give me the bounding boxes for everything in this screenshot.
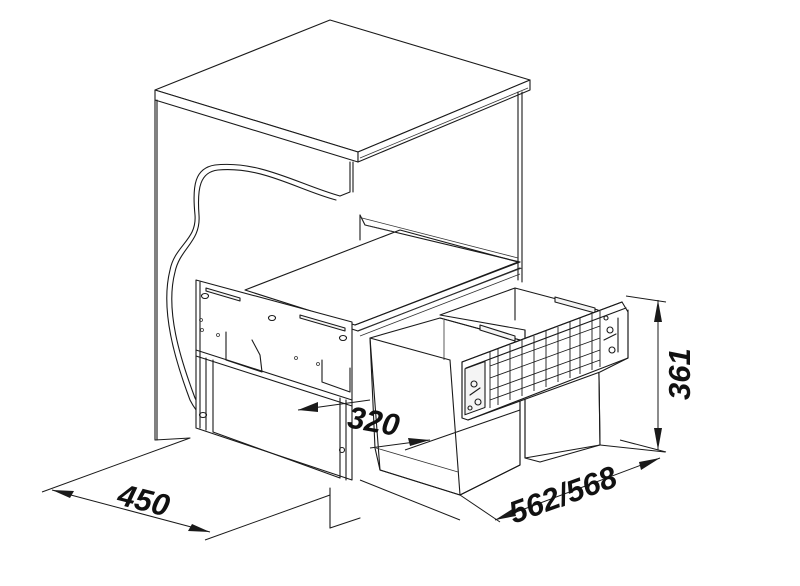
dimension-label-450: 450	[113, 477, 173, 524]
front-grid-frame	[461, 301, 629, 421]
cabinet	[154, 19, 531, 529]
pull-out-frame	[195, 214, 523, 481]
dimension-label-361: 361	[662, 348, 697, 400]
right-end-cap	[603, 315, 619, 354]
left-end-cap	[464, 360, 486, 416]
dimension-label-320: 320	[345, 400, 402, 443]
dimension-label-562-568: 562/568	[504, 459, 622, 530]
dimension-361: 361	[619, 295, 697, 453]
